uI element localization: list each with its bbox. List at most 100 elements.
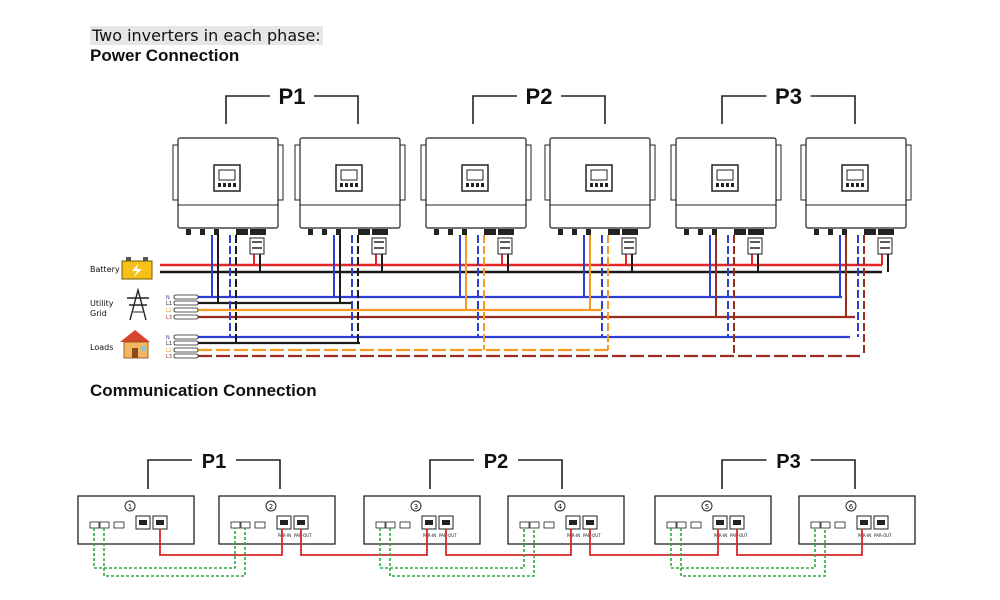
inverter-display-screen: [340, 169, 358, 181]
unit-number-circle: [701, 500, 713, 512]
line-label: L3: [166, 354, 172, 360]
inverter-terminal: [814, 229, 819, 235]
current-sharing-port: [230, 521, 241, 529]
unit-number: 6: [849, 503, 854, 511]
phase-label: P3: [775, 84, 802, 109]
battery-label: Battery: [90, 265, 120, 274]
inverter-display-button: [218, 183, 221, 187]
inverter-display-button: [345, 183, 348, 187]
inverter-terminal: [828, 229, 833, 235]
inverter-display-button: [851, 183, 854, 187]
port-detail: [139, 520, 147, 525]
inverter-display-button: [726, 183, 729, 187]
inverter-display-button: [590, 183, 593, 187]
inverter-terminal: [498, 229, 514, 235]
inverter-row: [172, 137, 912, 255]
inverter-side-bracket-right: [905, 144, 912, 201]
inverter-terminal: [236, 229, 248, 235]
port-detail: [156, 520, 164, 525]
inverter-terminal: [712, 229, 717, 235]
house-roof-icon: [120, 330, 150, 342]
inverter-display-button: [861, 183, 864, 187]
terminal-block: [173, 294, 199, 300]
inverter-terminal: [484, 229, 496, 235]
inverter-side-bracket-right: [277, 144, 284, 201]
inverter-display-button: [233, 183, 236, 187]
inverter-side-bracket-left: [420, 144, 427, 201]
inverter-display-button: [223, 183, 226, 187]
phase-bracket-right: [236, 459, 281, 489]
parallel-cable: [159, 529, 283, 556]
line-label: L1: [166, 341, 172, 347]
inverter-side-bracket-right: [775, 144, 782, 201]
inverter-terminal: [684, 229, 689, 235]
battery-terminal-icon: [126, 257, 131, 261]
phase-label: P1: [202, 451, 226, 473]
house-door-icon: [132, 348, 138, 358]
inverter-side-bracket-left: [800, 144, 807, 201]
parallel-cable: [445, 529, 572, 556]
inverter-terminal: [462, 229, 467, 235]
terminal-port: [399, 521, 411, 529]
terminal-port: [254, 521, 266, 529]
inverter-display-screen: [466, 169, 484, 181]
current-sharing-port: [820, 521, 831, 529]
inverter-battery-connector: [249, 237, 265, 255]
inverter-side-bracket-left: [544, 144, 551, 201]
inverter-terminal: [734, 229, 746, 235]
inverter-terminal: [842, 229, 847, 235]
loads-label: Loads: [90, 343, 113, 352]
terminal-block: [173, 300, 199, 306]
current-sharing-cable: [93, 528, 236, 569]
inverter-terminal: [336, 229, 341, 235]
port-detail: [425, 520, 433, 525]
par-out-label: PAR-OUT: [583, 533, 601, 538]
unit-number: 2: [269, 503, 273, 511]
terminal-block: [173, 347, 199, 353]
inverter-1: [172, 137, 284, 255]
unit-number-circle: [554, 500, 566, 512]
inverter-side-bracket-left: [172, 144, 179, 201]
phase-bracket-right: [518, 459, 563, 489]
inverter-battery-connector: [497, 237, 513, 255]
current-sharing-port: [99, 521, 110, 529]
inverter-terminal: [200, 229, 205, 235]
power-wires: [160, 235, 889, 358]
current-sharing-port: [375, 521, 386, 529]
inverter-display-button: [340, 183, 343, 187]
inverter-terminal: [434, 229, 439, 235]
phase-bracket-left: [429, 459, 474, 489]
par-in-label: PAR-IN: [858, 533, 871, 538]
line-label: L2: [166, 308, 172, 314]
unit-number: 3: [414, 503, 418, 511]
phase-bracket-left: [225, 95, 270, 124]
pylon-icon: [129, 287, 147, 321]
inverter-battery-connector: [621, 237, 637, 255]
port-detail: [442, 520, 450, 525]
inverter-5: [670, 137, 782, 255]
port-detail: [586, 520, 594, 525]
inverter-display-button: [355, 183, 358, 187]
unit-number: 5: [705, 503, 709, 511]
line-label: L3: [166, 315, 172, 321]
inverter-display-button: [605, 183, 608, 187]
inverter-terminal: [572, 229, 577, 235]
inverter-terminal: [698, 229, 703, 235]
current-sharing-cable: [379, 528, 525, 569]
inverter-display-button: [350, 183, 353, 187]
phase-label: P3: [776, 451, 800, 473]
inverter-2: [294, 137, 406, 255]
inverter-display-screen: [846, 169, 864, 181]
inverter-battery-connector: [371, 237, 387, 255]
unit-number-circle: [265, 500, 277, 512]
inverter-terminal: [250, 229, 266, 235]
inverter-display-screen: [716, 169, 734, 181]
line-label: N: [166, 295, 170, 301]
inverter-terminal: [878, 229, 894, 235]
inverter-display-button: [481, 183, 484, 187]
port-detail: [733, 520, 741, 525]
